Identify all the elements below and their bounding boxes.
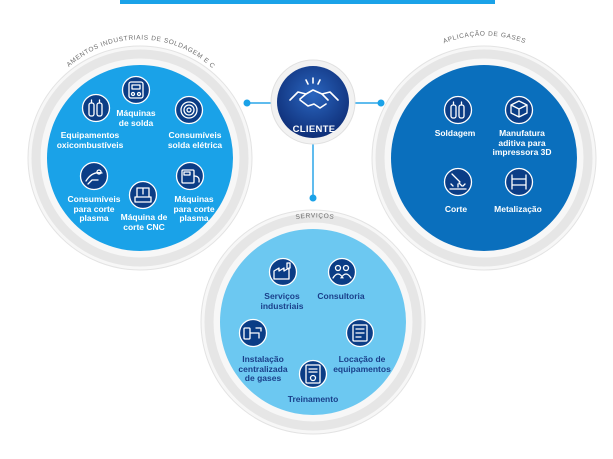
hub-label: CLIENTE (292, 124, 336, 135)
icon-badge (504, 167, 534, 197)
client-hub (270, 59, 356, 145)
gas-circle (391, 65, 577, 251)
metallization-icon (504, 167, 534, 197)
welding-item-cnc-label: Máquina de corte CNC (120, 212, 168, 232)
gas-item-additive-label: Manufatura aditiva para impressora 3D (492, 128, 552, 157)
services-item-rental-label: Locação de equipamentos (333, 354, 391, 374)
hub-circle (277, 66, 349, 138)
icon-badge (79, 161, 109, 191)
consulting-icon (327, 257, 357, 287)
welding-item-welding-machines-label: Máquinas de solda (116, 108, 156, 128)
gas-cylinders-icon (443, 95, 473, 125)
icon-badge (443, 167, 473, 197)
cnc-machine-icon (128, 180, 158, 210)
welding-item-electrode-consumables-label: Consumíveis solda elétrica (167, 130, 223, 150)
connector-dot-right (377, 99, 385, 107)
services-group (200, 209, 426, 435)
icon-badge (121, 75, 151, 105)
welding-inner-ring (31, 49, 249, 267)
services-item-industrial-label: Serviços industriais (260, 291, 304, 311)
plasma-torch-icon (79, 161, 109, 191)
services-item-gas-installation-label: Instalação centralizada de gases (238, 354, 288, 383)
factory-icon (268, 257, 298, 287)
wire-spool-icon (174, 95, 204, 125)
icon-badge (175, 161, 205, 191)
gas-item-welding-label: Soldagem (434, 128, 476, 138)
gas-cylinders-icon (81, 93, 111, 123)
header-title-fragment (120, 0, 495, 4)
gas-item-cutting-label: Corte (444, 204, 468, 214)
services-inner-ring (204, 213, 422, 431)
services-group-title: SERVIÇOS (295, 212, 335, 221)
gas-group (371, 45, 597, 271)
gas-group-title: APLICAÇÃO DE GASES (442, 29, 527, 46)
3d-printer-icon (504, 95, 534, 125)
welding-item-oxyfuel-label: Equipamentos oxicombustíveis (56, 130, 124, 150)
welding-item-plasma-consumables-label: Consumíveis para corte plasma (67, 194, 121, 223)
icon-badge (174, 95, 204, 125)
plasma-machine-icon (175, 161, 205, 191)
icon-badge (128, 180, 158, 210)
gas-item-metallization-label: Metalização (494, 204, 542, 214)
gas-installation-icon (238, 318, 268, 348)
handshake-icon (289, 77, 339, 109)
services-circle (220, 229, 406, 415)
cutting-torch-icon (443, 167, 473, 197)
welding-item-plasma-machines-label: Máquinas para corte plasma (173, 194, 215, 223)
icon-badge (443, 95, 473, 125)
connector-dot-down (309, 194, 317, 202)
icon-badge (81, 93, 111, 123)
equipment-rental-icon (345, 318, 375, 348)
certificate-icon (298, 359, 328, 389)
gas-inner-ring (375, 49, 593, 267)
connector-dot-left (243, 99, 251, 107)
services-item-consulting-label: Consultoria (317, 291, 365, 301)
icon-badge (327, 257, 357, 287)
welding-machine-icon (121, 75, 151, 105)
services-item-training-label: Treinamento (287, 394, 339, 404)
